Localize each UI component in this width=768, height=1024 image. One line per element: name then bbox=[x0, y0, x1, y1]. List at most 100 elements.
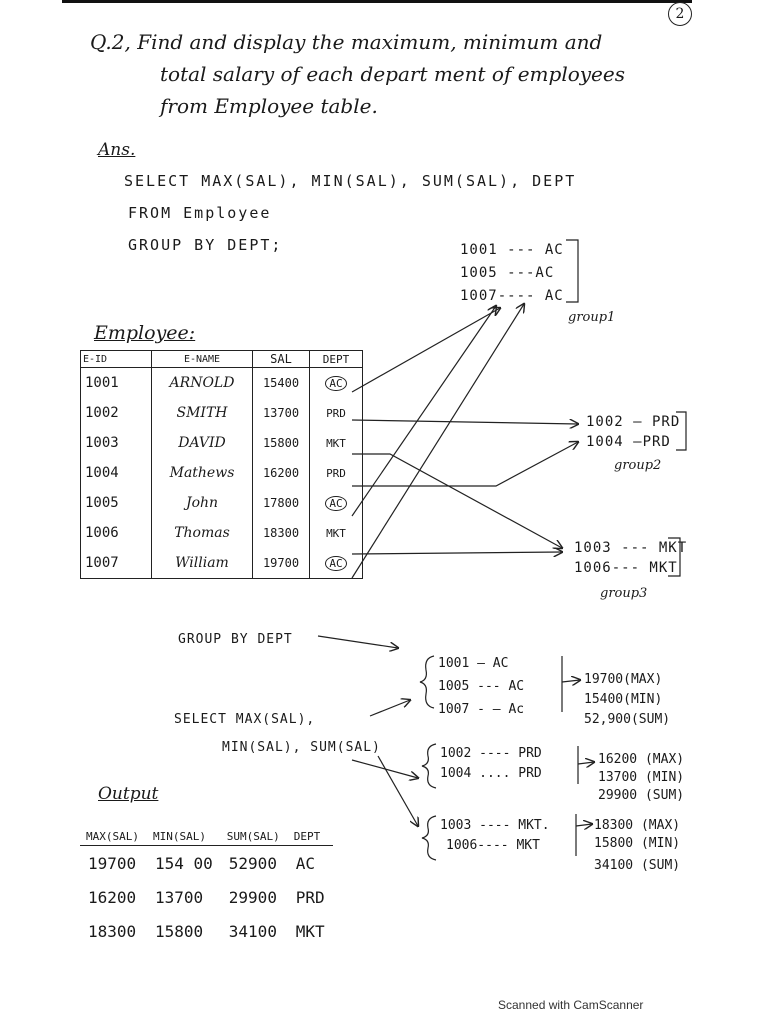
table-cell: AC bbox=[309, 548, 363, 579]
arrow-prd-1002 bbox=[351, 420, 578, 424]
table-cell: ARNOLD bbox=[151, 367, 253, 398]
explain-r2-line-2: 13700 (MIN) bbox=[598, 770, 685, 785]
question-line-3: from Employee table. bbox=[160, 94, 378, 118]
table-row: 16200 13700 29900 PRD bbox=[80, 880, 333, 914]
output-table: MAX(SAL) MIN(SAL) SUM(SAL) DEPT 19700 15… bbox=[80, 830, 333, 948]
answer-label: Ans. bbox=[98, 140, 136, 160]
table-cell: 1006 bbox=[80, 518, 152, 548]
arrow-mkt-1003 bbox=[352, 453, 562, 548]
column-header: SUM(SAL) bbox=[220, 830, 288, 846]
group3-line-2: 1006--- MKT bbox=[574, 560, 678, 576]
column-header: E-ID bbox=[80, 350, 152, 368]
table-cell: 52900 bbox=[228, 853, 277, 873]
table-cell: MKT bbox=[295, 921, 325, 941]
group1-bracket bbox=[566, 239, 579, 303]
query-line-2: FROM Employee bbox=[128, 204, 272, 222]
select-note-line-1: SELECT MAX(SAL), bbox=[174, 712, 316, 727]
arrow-ac-1001 bbox=[351, 308, 500, 393]
explain-r1-line-3: 52,900(SUM) bbox=[584, 712, 671, 727]
table-row: 1005 John 17800 AC bbox=[80, 488, 363, 518]
brace-g1 bbox=[419, 655, 435, 709]
table-cell: 1007 bbox=[80, 548, 152, 579]
group1-line-2: 1005 ---AC bbox=[460, 265, 555, 281]
table-cell: AC bbox=[295, 853, 316, 873]
output-label: Output bbox=[98, 784, 159, 804]
table-cell: William bbox=[151, 548, 253, 579]
output-table-header: MAX(SAL) MIN(SAL) SUM(SAL) DEPT bbox=[80, 830, 333, 846]
arrow-ac-1007 bbox=[351, 304, 524, 579]
table-cell: 1004 bbox=[80, 458, 152, 488]
column-header: DEPT bbox=[287, 830, 333, 846]
brace-g2 bbox=[421, 743, 437, 789]
table-row: 1003 DAVID 15800 MKT bbox=[80, 428, 363, 458]
table-row: 18300 15800 34100 MKT bbox=[80, 914, 333, 948]
result-arrow-g1 bbox=[561, 680, 580, 682]
table-row: 1004 Mathews 16200 PRD bbox=[80, 458, 363, 488]
select-note-line-2: MIN(SAL), SUM(SAL) bbox=[222, 740, 381, 755]
explain-g1-line-2: 1005 --- AC bbox=[438, 679, 525, 694]
group3-label: group3 bbox=[600, 586, 648, 601]
explain-g2-line-1: 1002 ---- PRD bbox=[440, 746, 542, 761]
explain-g3-line-1: 1003 ---- MKT. bbox=[440, 818, 550, 833]
arrow-mkt-1006 bbox=[351, 552, 562, 554]
group3-line-1: 1003 --- MKT bbox=[574, 540, 688, 556]
employee-table-header: E-ID E-NAME SAL DEPT bbox=[80, 350, 363, 368]
table-cell: 15800 bbox=[154, 921, 204, 941]
group2-label: group2 bbox=[614, 458, 662, 473]
table-cell: 19700 bbox=[252, 548, 310, 579]
explain-r3-line-2: 15800 (MIN) bbox=[594, 836, 681, 851]
explain-g2-line-2: 1004 .... PRD bbox=[440, 766, 542, 781]
table-row: 19700 154 00 52900 AC bbox=[80, 846, 333, 881]
column-header: DEPT bbox=[309, 350, 363, 368]
table-cell: 13700 bbox=[252, 398, 310, 428]
column-header: MAX(SAL) bbox=[80, 830, 147, 846]
table-cell: 13700 bbox=[154, 887, 204, 907]
table-cell: 15800 bbox=[252, 428, 310, 458]
explain-r1-line-1: 19700(MAX) bbox=[584, 672, 663, 687]
table-cell: 1005 bbox=[80, 488, 152, 518]
column-header: E-NAME bbox=[151, 350, 253, 368]
arrow-ac-1005 bbox=[351, 306, 496, 517]
table-cell: SMITH bbox=[151, 398, 253, 428]
group-by-note: GROUP BY DEPT bbox=[178, 632, 293, 647]
table-cell: 17800 bbox=[252, 488, 310, 518]
table-cell: John bbox=[151, 488, 253, 518]
query-line-1: SELECT MAX(SAL), MIN(SAL), SUM(SAL), DEP… bbox=[124, 172, 577, 190]
group1-line-3: 1007---- AC bbox=[460, 288, 564, 304]
group1-line-1: 1001 --- AC bbox=[460, 242, 564, 258]
table-cell: Mathews bbox=[151, 458, 253, 488]
question-line-2: total salary of each depart ment of empl… bbox=[160, 62, 625, 86]
question-line-1: Q.2, Find and display the maximum, minim… bbox=[90, 30, 603, 54]
table-cell: 16200 bbox=[88, 887, 137, 907]
table-cell: PRD bbox=[309, 458, 363, 488]
group1-label: group1 bbox=[568, 310, 616, 325]
arrow-prd-1004 bbox=[352, 442, 578, 487]
table-row: 1007 William 19700 AC bbox=[80, 548, 363, 579]
arrow-group-by bbox=[317, 635, 398, 648]
brace-g3 bbox=[421, 815, 437, 861]
result-arrow-g3 bbox=[575, 824, 592, 826]
explain-g1-line-3: 1007 - — Ac bbox=[438, 702, 525, 717]
table-cell: 16200 bbox=[252, 458, 310, 488]
explain-r2-line-1: 16200 (MAX) bbox=[598, 752, 685, 767]
table-row: 1002 SMITH 13700 PRD bbox=[80, 398, 363, 428]
arrow-select-g1 bbox=[369, 700, 410, 717]
result-arrow-g2 bbox=[577, 762, 594, 764]
table-cell: MKT bbox=[309, 428, 363, 458]
explain-r3-line-1: 18300 (MAX) bbox=[594, 818, 681, 833]
table-cell: MKT bbox=[309, 518, 363, 548]
group2-line-2: 1004 —PRD bbox=[586, 434, 671, 450]
table-cell: PRD bbox=[295, 887, 325, 907]
table-cell: 1003 bbox=[80, 428, 152, 458]
circled-dept: AC bbox=[325, 495, 347, 511]
table-cell: 1001 bbox=[80, 367, 152, 398]
explain-r1-line-2: 15400(MIN) bbox=[584, 692, 663, 707]
table-cell: Thomas bbox=[151, 518, 253, 548]
table-cell: 19700 bbox=[88, 853, 137, 873]
table-cell: 18300 bbox=[88, 921, 137, 941]
circled-dept: AC bbox=[325, 555, 347, 571]
table-cell: DAVID bbox=[151, 428, 253, 458]
table-cell: 154 00 bbox=[154, 853, 213, 873]
employee-table-title: Employee: bbox=[94, 322, 196, 344]
